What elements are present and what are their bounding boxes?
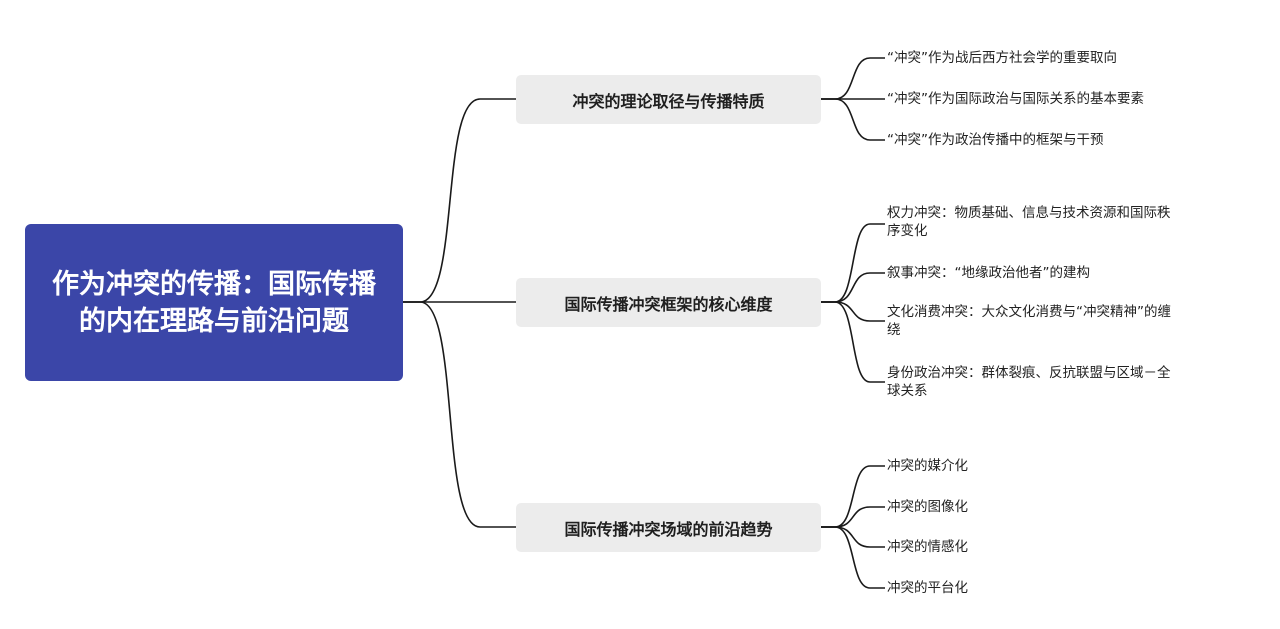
- leaf-topic[interactable]: 冲突的平台化: [887, 579, 968, 597]
- branch-topic-dimensions[interactable]: 国际传播冲突框架的核心维度: [516, 278, 821, 327]
- root-topic-title: 作为冲突的传播：国际传播的内在理路与前沿问题: [52, 268, 376, 337]
- connector-b2-leaf-1: [821, 223, 885, 303]
- leaf-topic-label: 冲突的情感化: [887, 539, 968, 555]
- leaf-topic-label: 身份政治冲突：群体裂痕、反抗联盟与区域－全球关系: [887, 365, 1171, 399]
- connector-root-branch-1: [403, 98, 516, 303]
- leaf-topic[interactable]: 身份政治冲突：群体裂痕、反抗联盟与区域－全球关系: [887, 364, 1172, 400]
- connector-b3-leaf-3: [821, 526, 885, 548]
- leaf-topic-label: “冲突”作为国际政治与国际关系的基本要素: [887, 91, 1144, 107]
- leaf-topic[interactable]: 冲突的图像化: [887, 498, 968, 516]
- branch-topic-label: 冲突的理论取径与传播特质: [572, 91, 765, 111]
- branch-topic-theory[interactable]: 冲突的理论取径与传播特质: [516, 75, 821, 124]
- leaf-topic-label: “冲突”作为战后西方社会学的重要取向: [887, 50, 1117, 66]
- branch-topic-trends[interactable]: 国际传播冲突场域的前沿趋势: [516, 503, 821, 552]
- leaf-topic-label: 权力冲突：物质基础、信息与技术资源和国际秩序变化: [887, 205, 1171, 239]
- root-topic[interactable]: 作为冲突的传播：国际传播的内在理路与前沿问题: [25, 224, 403, 381]
- branch-topic-label: 国际传播冲突场域的前沿趋势: [564, 519, 773, 539]
- leaf-topic[interactable]: “冲突”作为政治传播中的框架与干预: [887, 131, 1104, 149]
- leaf-topic[interactable]: “冲突”作为战后西方社会学的重要取向: [887, 49, 1117, 67]
- leaf-topic[interactable]: 冲突的情感化: [887, 538, 968, 556]
- leaf-topic-label: 冲突的平台化: [887, 580, 968, 596]
- connector-b2-leaf-3: [821, 301, 885, 322]
- connector-b1-leaf-3: [821, 98, 885, 141]
- leaf-topic[interactable]: 权力冲突：物质基础、信息与技术资源和国际秩序变化: [887, 204, 1172, 240]
- leaf-topic[interactable]: “冲突”作为国际政治与国际关系的基本要素: [887, 90, 1144, 108]
- connector-b3-leaf-4: [821, 526, 885, 589]
- branch-topic-label: 国际传播冲突框架的核心维度: [564, 294, 773, 314]
- connector-root-branch-3: [403, 301, 516, 528]
- connector-b2-leaf-2: [821, 272, 885, 303]
- connector-b1-leaf-1: [821, 57, 885, 100]
- leaf-topic-label: 冲突的图像化: [887, 499, 968, 515]
- leaf-topic-label: 冲突的媒介化: [887, 458, 968, 474]
- leaf-topic[interactable]: 文化消费冲突：大众文化消费与“冲突精神”的缠绕: [887, 303, 1172, 339]
- leaf-topic-label: 文化消费冲突：大众文化消费与“冲突精神”的缠绕: [887, 304, 1171, 338]
- leaf-topic-label: 叙事冲突：“地缘政治他者”的建构: [887, 265, 1090, 281]
- connector-b2-leaf-4: [821, 301, 885, 383]
- leaf-topic[interactable]: 冲突的媒介化: [887, 457, 968, 475]
- connector-b3-leaf-2: [821, 506, 885, 528]
- leaf-topic-label: “冲突”作为政治传播中的框架与干预: [887, 132, 1104, 148]
- leaf-topic[interactable]: 叙事冲突：“地缘政治他者”的建构: [887, 264, 1090, 282]
